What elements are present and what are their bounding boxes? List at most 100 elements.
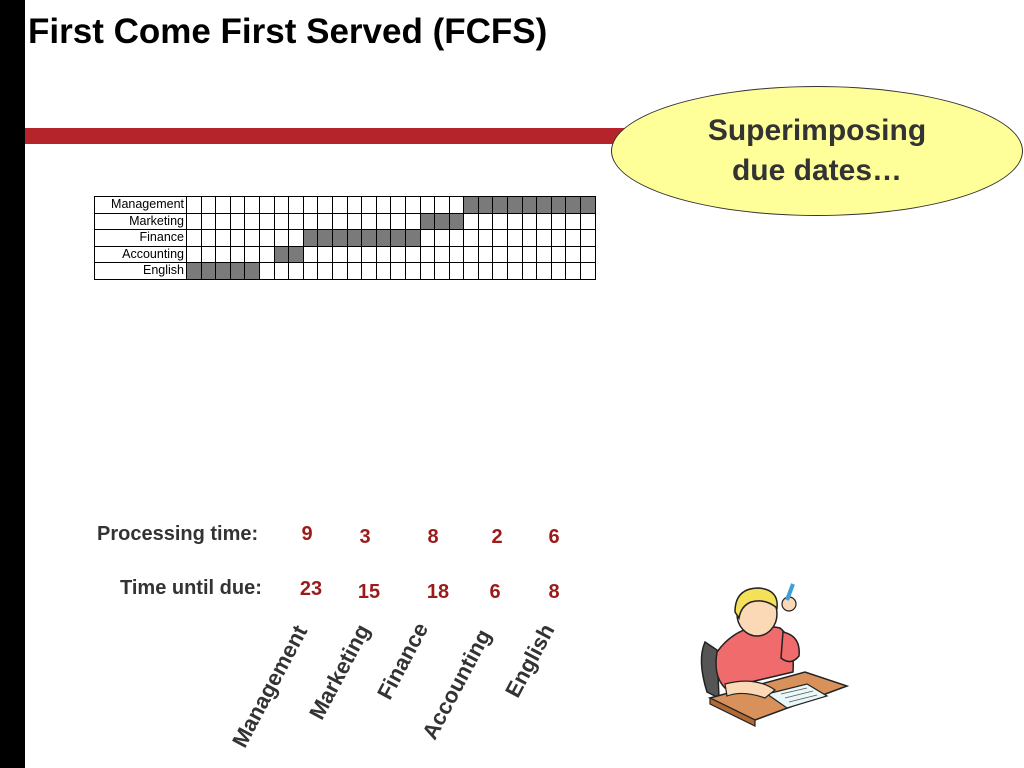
gantt-cell xyxy=(258,229,275,247)
gantt-cell xyxy=(550,262,567,280)
gantt-cell-scheduled xyxy=(521,196,538,214)
gantt-cell xyxy=(448,262,465,280)
gantt-cell xyxy=(273,262,290,280)
gantt-row: Marketing xyxy=(94,212,596,230)
student-at-desk-icon xyxy=(700,583,850,727)
gantt-cell xyxy=(375,196,392,214)
gantt-cell xyxy=(419,196,436,214)
gantt-cell xyxy=(521,245,538,263)
gantt-cell xyxy=(317,262,333,280)
gantt-row: Accounting xyxy=(94,245,596,263)
gantt-cell-scheduled xyxy=(448,212,465,230)
gantt-cell xyxy=(463,212,479,230)
gantt-cell xyxy=(288,196,304,214)
gantt-cell xyxy=(331,196,348,214)
gantt-cell xyxy=(536,229,552,247)
processing-value: 8 xyxy=(427,526,439,548)
processing-value: 6 xyxy=(548,526,560,548)
gantt-cell xyxy=(302,196,319,214)
gantt-cell xyxy=(492,245,509,263)
gantt-cell xyxy=(317,196,333,214)
gantt-cell xyxy=(215,229,231,247)
gantt-cell xyxy=(200,229,217,247)
gantt-cell-scheduled xyxy=(317,229,333,247)
gantt-cell-scheduled xyxy=(507,196,523,214)
gantt-cell xyxy=(580,212,596,230)
gantt-cell-scheduled xyxy=(331,229,348,247)
gantt-cell-scheduled xyxy=(463,196,479,214)
gantt-cell xyxy=(317,245,333,263)
gantt-cell xyxy=(507,245,523,263)
gantt-cell xyxy=(244,245,260,263)
gantt-row-label: Accounting xyxy=(94,245,187,263)
gantt-cell xyxy=(448,245,465,263)
gantt-cell xyxy=(229,212,246,230)
due-value: 18 xyxy=(426,581,450,603)
gantt-cell xyxy=(302,245,319,263)
gantt-cell xyxy=(331,245,348,263)
gantt-cell xyxy=(448,229,465,247)
gantt-cell xyxy=(419,245,436,263)
gantt-cell xyxy=(186,196,202,214)
gantt-cell-scheduled xyxy=(229,262,246,280)
gantt-cell xyxy=(302,212,319,230)
gantt-cell xyxy=(477,229,494,247)
gantt-cell xyxy=(390,212,406,230)
gantt-cell-scheduled xyxy=(200,262,217,280)
gantt-cell xyxy=(273,196,290,214)
gantt-cell-scheduled xyxy=(375,229,392,247)
due-value: 15 xyxy=(357,581,381,603)
gantt-cell xyxy=(229,245,246,263)
processing-time-label: Processing time: xyxy=(97,523,259,545)
gantt-cell xyxy=(536,212,552,230)
due-value: 23 xyxy=(299,578,323,600)
gantt-cell xyxy=(390,196,406,214)
gantt-cell xyxy=(215,196,231,214)
job-label-english: English xyxy=(500,619,560,702)
gantt-cell xyxy=(507,262,523,280)
gantt-cell-scheduled xyxy=(186,262,202,280)
gantt-cell xyxy=(565,212,582,230)
due-value: 8 xyxy=(548,581,560,603)
gantt-cell-scheduled xyxy=(492,196,509,214)
gantt-cell xyxy=(302,262,319,280)
gantt-cell xyxy=(390,262,406,280)
gantt-row-label: Finance xyxy=(94,229,187,247)
gantt-cell xyxy=(244,196,260,214)
gantt-cell xyxy=(361,245,377,263)
gantt-cell xyxy=(463,262,479,280)
gantt-cell xyxy=(477,212,494,230)
gantt-cell xyxy=(375,262,392,280)
gantt-cell-scheduled xyxy=(404,229,421,247)
job-label-marketing: Marketing xyxy=(304,620,375,724)
gantt-row-label: Management xyxy=(94,196,187,214)
gantt-cell xyxy=(434,262,450,280)
gantt-cell xyxy=(258,212,275,230)
gantt-cell xyxy=(536,262,552,280)
callout-bubble: Superimposing due dates… xyxy=(611,86,1023,216)
slide-title: First Come First Served (FCFS) xyxy=(28,12,548,51)
gantt-cell-scheduled xyxy=(361,229,377,247)
gantt-cell-scheduled xyxy=(215,262,231,280)
gantt-cell xyxy=(419,229,436,247)
gantt-cell-scheduled xyxy=(288,245,304,263)
left-accent-bar xyxy=(0,0,25,768)
gantt-cell-scheduled xyxy=(273,245,290,263)
processing-value: 3 xyxy=(359,526,371,548)
gantt-cell xyxy=(244,229,260,247)
gantt-cell xyxy=(215,245,231,263)
gantt-cell xyxy=(521,229,538,247)
gantt-cell xyxy=(536,245,552,263)
processing-value: 2 xyxy=(491,526,503,548)
gantt-cell xyxy=(434,245,450,263)
gantt-cell xyxy=(258,196,275,214)
gantt-cell xyxy=(258,245,275,263)
gantt-cell xyxy=(229,196,246,214)
due-value: 6 xyxy=(489,581,501,603)
gantt-cell xyxy=(580,262,596,280)
gantt-cell xyxy=(317,212,333,230)
gantt-cell xyxy=(404,212,421,230)
gantt-cell xyxy=(288,262,304,280)
gantt-cell xyxy=(507,229,523,247)
